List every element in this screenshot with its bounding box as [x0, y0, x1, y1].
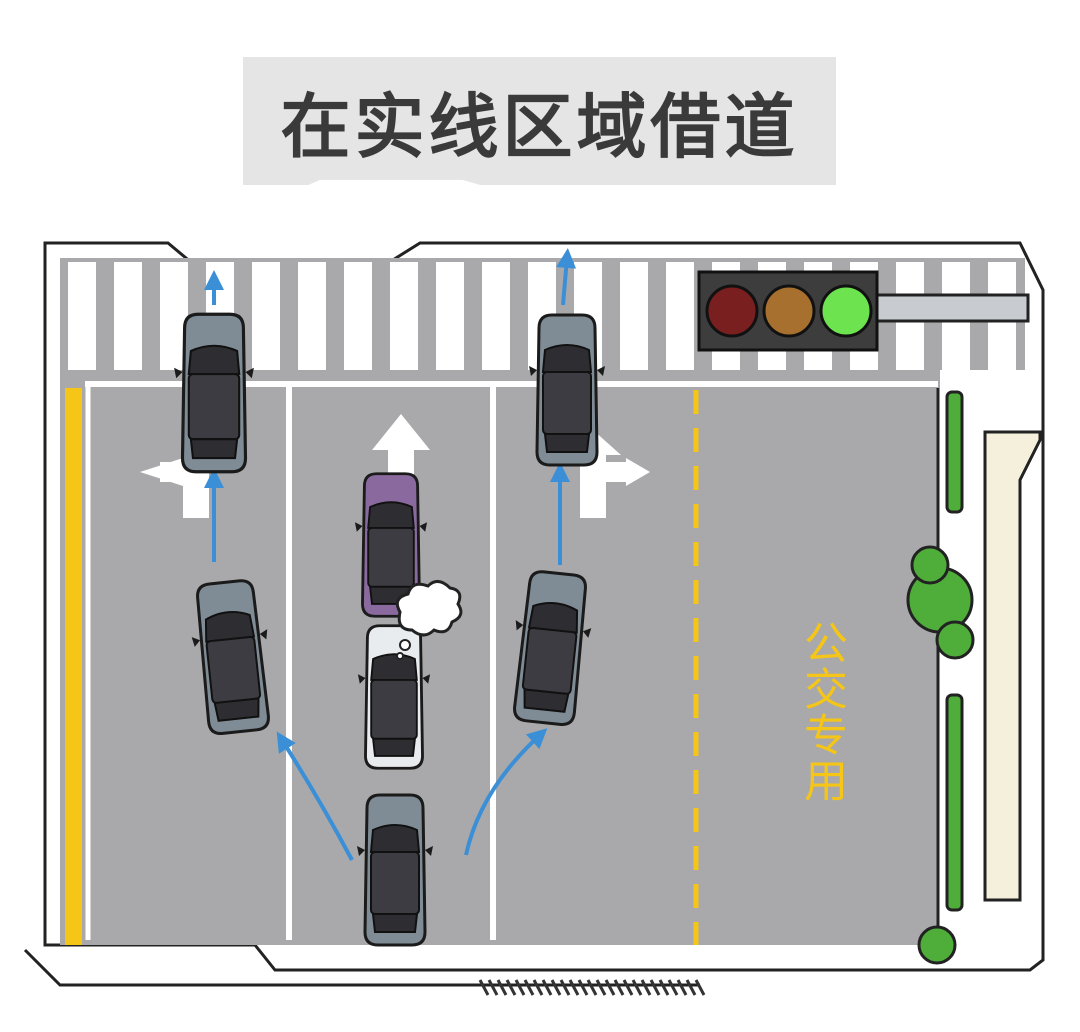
hatch-mark	[577, 979, 589, 996]
hatch-mark	[649, 979, 661, 996]
tree	[906, 545, 975, 660]
stopped-white-car	[356, 624, 432, 770]
hatch-mark	[613, 979, 625, 996]
hatch-mark	[532, 979, 544, 996]
hatch-mark	[487, 979, 499, 996]
green-light-icon	[819, 284, 873, 338]
zebra-stripe	[436, 262, 464, 370]
zebra-stripe	[68, 262, 96, 370]
zebra-stripe	[666, 262, 694, 370]
hatch-marks	[478, 979, 706, 996]
route-arrow-right-merge	[464, 728, 548, 856]
hatch-mark	[559, 979, 571, 996]
hatch-mark	[478, 979, 490, 996]
hatch-mark	[658, 979, 670, 996]
zebra-stripe	[482, 262, 510, 370]
page-title: 在实线区域借道	[280, 85, 799, 168]
bus-lane-label: 公交专用	[796, 620, 847, 804]
red-light-icon	[705, 284, 759, 338]
hatch-mark	[505, 979, 517, 996]
thought-bubble-icon	[395, 580, 463, 660]
zebra-stripe	[620, 262, 648, 370]
solid-edge-line	[65, 388, 82, 945]
zebra-stripe	[390, 262, 418, 370]
hatch-mark	[631, 979, 643, 996]
waiting-car-right-lane	[527, 313, 607, 467]
hatch-mark	[622, 979, 634, 996]
hatch-mark	[496, 979, 508, 996]
hedge-lower	[945, 693, 964, 912]
zebra-stripe	[114, 262, 142, 370]
zebra-stripe	[344, 262, 372, 370]
title-banner	[243, 57, 836, 185]
traffic-light-pole	[874, 293, 1030, 323]
hatch-mark	[685, 979, 697, 996]
hatch-mark	[694, 979, 706, 996]
zebra-stripe	[298, 262, 326, 370]
hatch-mark	[523, 979, 535, 996]
amber-light-icon	[762, 284, 816, 338]
route-arrows	[204, 248, 577, 861]
hedge-upper	[945, 390, 964, 514]
hatch-mark	[568, 979, 580, 996]
hatch-mark	[676, 979, 688, 996]
hatch-mark	[595, 979, 607, 996]
hatch-mark	[604, 979, 616, 996]
zebra-stripe	[252, 262, 280, 370]
route-arrow-right-exit	[556, 248, 577, 306]
traffic-light	[697, 270, 1030, 352]
hatch-mark	[550, 979, 562, 996]
hatch-mark	[640, 979, 652, 996]
hatch-mark	[667, 979, 679, 996]
route-arrow-left-merge	[276, 731, 354, 861]
hatch-mark	[586, 979, 598, 996]
shrub-bottom	[917, 925, 957, 965]
hatch-mark	[541, 979, 553, 996]
hatch-mark	[514, 979, 526, 996]
building-edge	[983, 430, 1042, 902]
borrowing-car-bottom	[355, 793, 435, 947]
waiting-car-left-lane	[172, 312, 256, 474]
